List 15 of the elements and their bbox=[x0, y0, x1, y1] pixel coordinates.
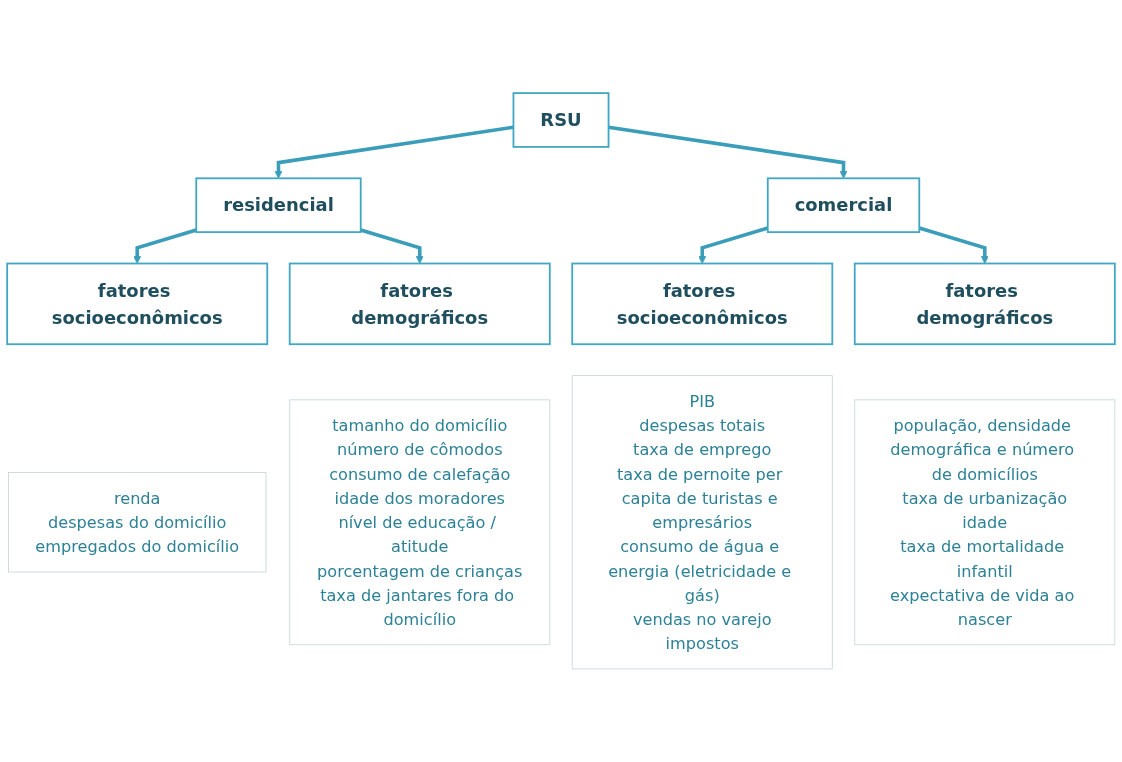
node-box: população, densidade demográfica e número de domicílios taxa de urbanização idade taxa de mortalidade infantil expectativa de vida ao nascer bbox=[854, 399, 1116, 646]
node-box: comercial bbox=[766, 177, 921, 233]
node-box: RSU bbox=[512, 92, 610, 148]
node-box: renda despesas do domicílio empregados do domicílio bbox=[8, 472, 267, 573]
node-box: tamanho do domicílio número de cômodos consumo de calefação idade dos moradores nível de educação / atitude porcentagem de crianças taxa de jantares fora do domicílio bbox=[289, 399, 551, 646]
node-box: fatores socioeconômicos bbox=[571, 262, 834, 346]
node-box: PIB despesas totais taxa de emprego taxa de pernoite per capita de turistas e empresários consumo de água e energia (eletricidade e gás) vendas no varejo impostos bbox=[571, 375, 833, 670]
node-box: fatores demográficos bbox=[853, 262, 1116, 346]
arrow bbox=[608, 125, 848, 179]
node-box: residencial bbox=[195, 177, 362, 233]
arrow bbox=[274, 125, 514, 179]
arrow bbox=[133, 228, 197, 264]
node-box: fatores demográficos bbox=[288, 262, 551, 346]
arrow bbox=[360, 228, 424, 264]
node-box: fatores socioeconômicos bbox=[6, 262, 269, 346]
